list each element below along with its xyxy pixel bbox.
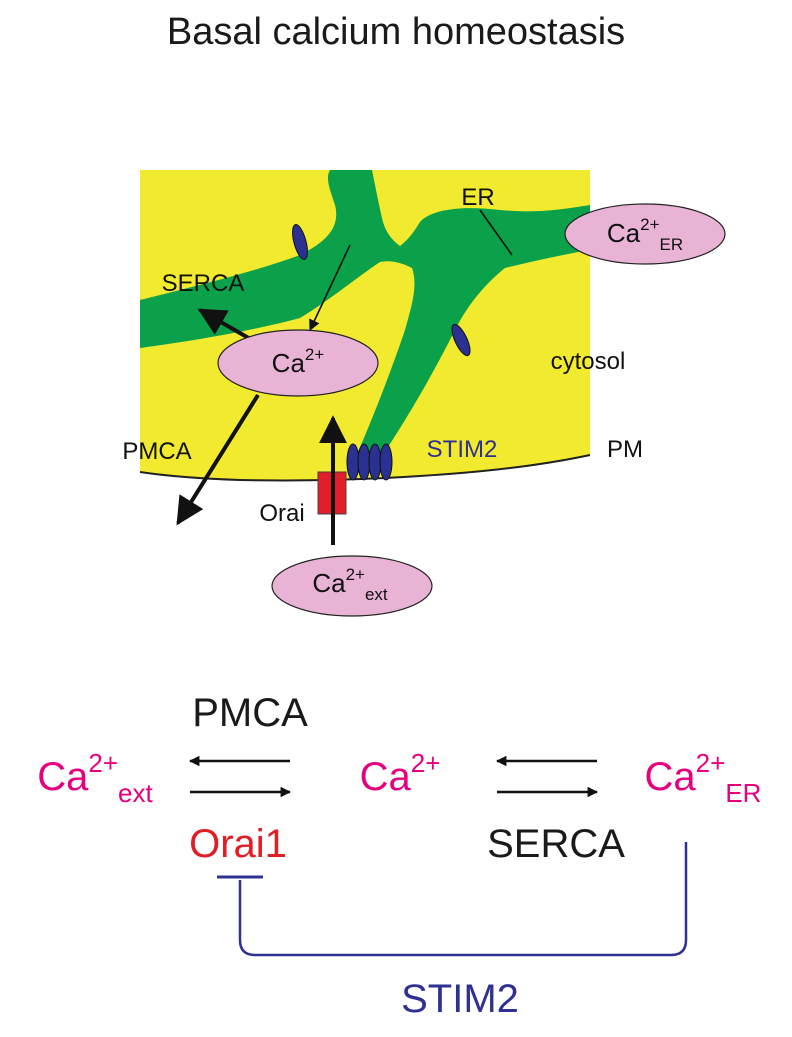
ca-ext-sub: ext [365, 585, 388, 604]
stim2-regulation-line [238, 842, 688, 957]
er-network [140, 170, 590, 470]
plasma-membrane [139, 454, 591, 482]
orai-label: Orai [259, 500, 304, 527]
ca-er-sub: ER [660, 235, 684, 254]
scheme-ca-ext-sup: 2+ [88, 748, 118, 778]
stim2-label: STIM2 [427, 436, 498, 463]
scheme-ca-ext-sub: ext [118, 778, 153, 808]
scheme-ca-er: Ca2+ER [645, 748, 762, 808]
ca-ext-sup: 2+ [346, 565, 365, 584]
title: Basal calcium homeostasis [167, 11, 625, 53]
ca-er-base: Ca [607, 218, 641, 248]
stim-on-er-1 [292, 224, 308, 260]
er-release-arrow [309, 244, 351, 332]
pm-label: PM [607, 436, 643, 463]
ca-cyt-base: Ca [272, 348, 306, 378]
scheme-orai1-label: Orai1 [189, 822, 287, 866]
serca-uptake-arrow [197, 308, 253, 342]
ca-cyt-sup: 2+ [305, 345, 324, 364]
scheme-ca-er-sup: 2+ [696, 748, 726, 778]
ca-ext-base: Ca [312, 568, 346, 598]
scheme-ca-er-base: Ca [645, 755, 697, 799]
ca-ext-bubble: Ca2+ext [271, 555, 433, 617]
svg-text:Ca2+: Ca2+ [272, 345, 325, 378]
stim-on-er-2 [451, 323, 471, 357]
stim2-cluster [346, 443, 393, 481]
scheme-serca-label: SERCA [487, 822, 625, 866]
pmca-efflux-arrow [176, 393, 260, 526]
pmca-label: PMCA [122, 438, 191, 465]
er-label: ER [461, 184, 494, 211]
scheme-ca-cyt-base: Ca [360, 755, 412, 799]
scheme-ca-cyt-sup: 2+ [411, 748, 441, 778]
ca-er-sup: 2+ [640, 215, 659, 234]
svg-text:Ca2+ER: Ca2+ER [607, 215, 683, 254]
scheme-stim2-label: STIM2 [401, 977, 519, 1021]
ca-er-bubble: Ca2+ER [564, 203, 726, 265]
svg-text:Ca2+ext: Ca2+ext [312, 565, 388, 604]
er-label-pointer [479, 209, 513, 256]
cytosol-label: cytosol [551, 348, 626, 375]
scheme-ca-cyt: Ca2+ [360, 748, 441, 799]
scheme-ca-ext-base: Ca [37, 755, 89, 799]
scheme-ca-ext: Ca2+ext [37, 748, 153, 808]
serca-label: SERCA [162, 270, 245, 297]
scheme-ca-er-sub: ER [725, 778, 761, 808]
ca-cytosol-bubble: Ca2+ [217, 329, 379, 397]
scheme-pmca-label: PMCA [192, 691, 308, 735]
